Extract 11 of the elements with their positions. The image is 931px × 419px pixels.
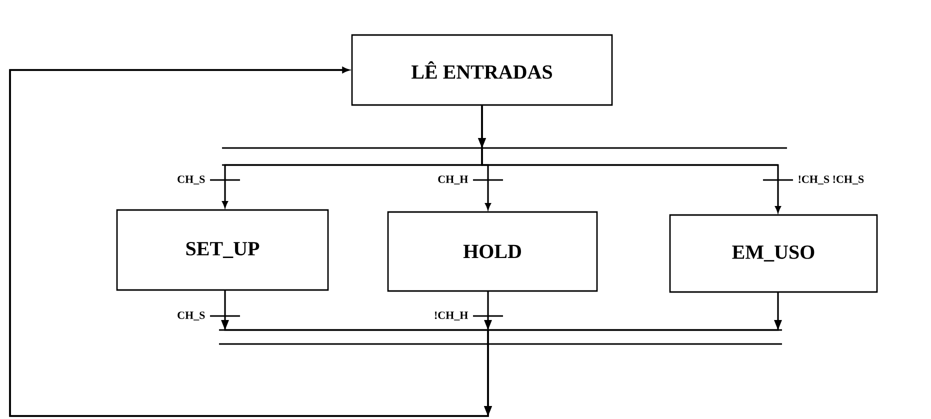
transition-label: CH_S: [178, 176, 205, 184]
arrow: [478, 106, 793, 213]
step-box: SET_UP: [116, 209, 329, 291]
transition-label: CH_S: [178, 312, 205, 320]
transition-label: CH_H: [438, 176, 468, 184]
transition-label: !CH_H: [434, 312, 468, 320]
arrow: [9, 67, 782, 417]
step-box: HOLD: [387, 211, 598, 292]
step-box: LÊ ENTRADAS: [351, 34, 613, 106]
step-box: EM_USO: [669, 214, 878, 293]
transition-label: !CH_S !CH_S: [798, 176, 864, 184]
